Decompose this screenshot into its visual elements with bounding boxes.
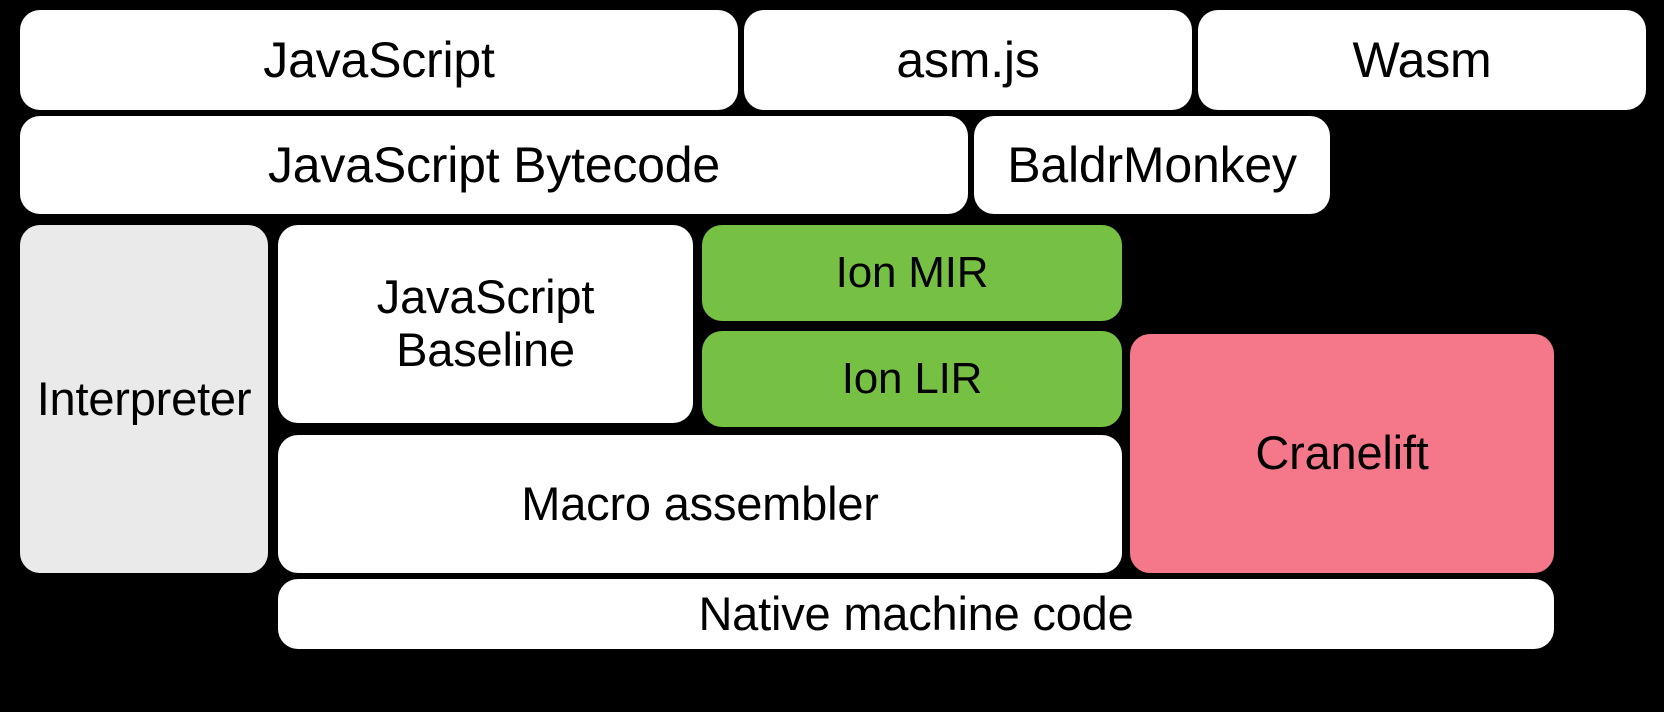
node-javascript-baseline[interactable]: JavaScript Baseline: [278, 225, 693, 423]
node-native-machine-code[interactable]: Native machine code: [278, 579, 1554, 649]
node-javascript-label: JavaScript: [263, 32, 495, 88]
node-ion-mir-label: Ion MIR: [835, 248, 989, 298]
node-cranelift-label: Cranelift: [1255, 426, 1429, 480]
node-interpreter[interactable]: Interpreter: [20, 225, 268, 573]
node-ion-mir[interactable]: Ion MIR: [702, 225, 1122, 321]
node-asmjs[interactable]: asm.js: [744, 10, 1192, 110]
node-ion-lir[interactable]: Ion LIR: [702, 331, 1122, 427]
node-baldrmonkey-label: BaldrMonkey: [1007, 137, 1297, 193]
node-cranelift[interactable]: Cranelift: [1130, 334, 1554, 573]
node-javascript-bytecode-label: JavaScript Bytecode: [268, 137, 720, 193]
node-wasm-label: Wasm: [1352, 32, 1492, 88]
node-macro-assembler[interactable]: Macro assembler: [278, 435, 1122, 573]
node-ion-lir-label: Ion LIR: [841, 354, 983, 404]
node-macro-assembler-label: Macro assembler: [521, 476, 879, 530]
node-javascript[interactable]: JavaScript: [20, 10, 738, 110]
node-wasm[interactable]: Wasm: [1198, 10, 1646, 110]
node-javascript-baseline-label: JavaScript Baseline: [376, 270, 595, 376]
node-javascript-bytecode[interactable]: JavaScript Bytecode: [20, 116, 968, 214]
node-baldrmonkey[interactable]: BaldrMonkey: [974, 116, 1330, 214]
node-asmjs-label: asm.js: [896, 32, 1040, 88]
node-interpreter-label: Interpreter: [36, 371, 252, 425]
node-native-machine-code-label: Native machine code: [698, 586, 1134, 640]
